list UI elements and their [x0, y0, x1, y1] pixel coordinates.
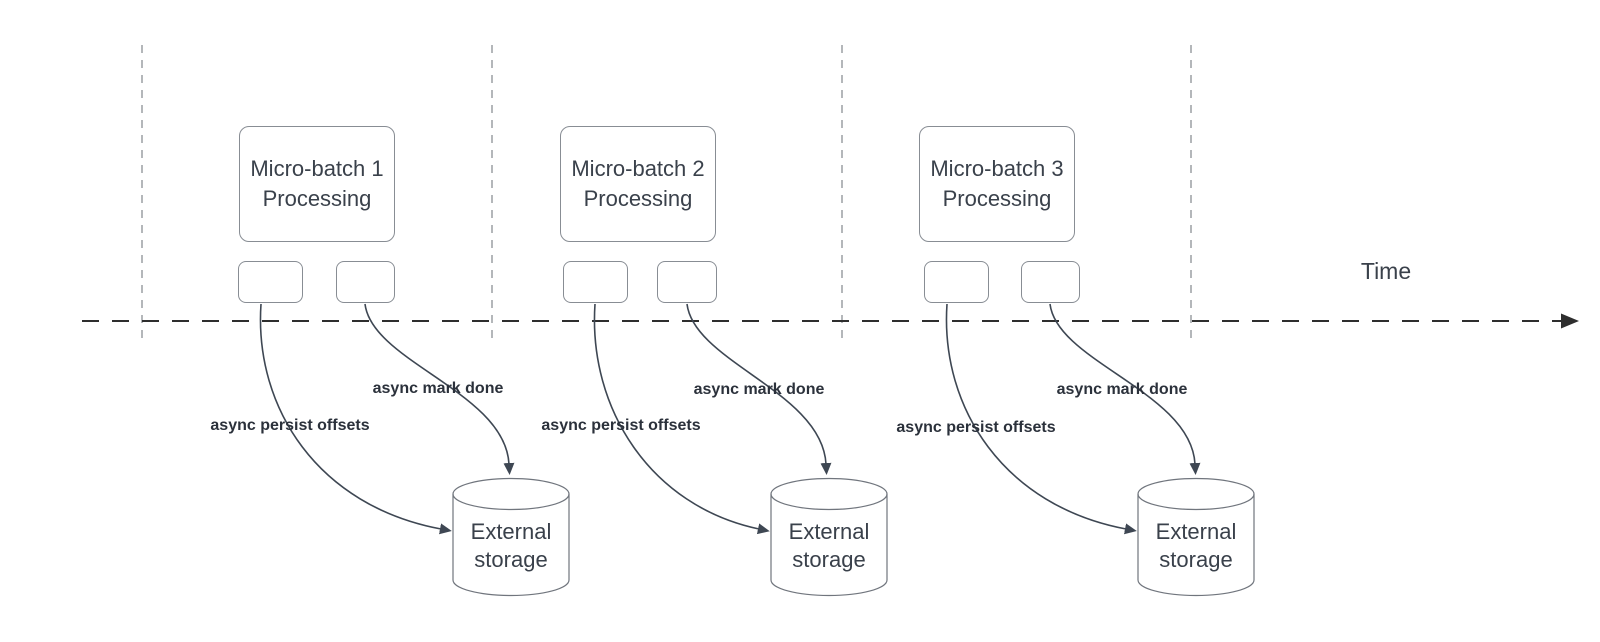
microbatch-2-label: Micro-batch 2 Processing — [571, 156, 705, 211]
external-storage-2: External storage — [770, 477, 888, 597]
async-mark-done-label-1: async mark done — [372, 380, 504, 397]
database-cylinder-icon — [770, 477, 888, 597]
time-axis-label: Time — [1360, 258, 1412, 284]
async-mark-done-label-2: async mark done — [693, 381, 825, 398]
async-persist-offsets-label-1: async persist offsets — [210, 417, 370, 434]
persist-offsets-arrow-3 — [945, 303, 1137, 535]
done-task-rect-1 — [336, 261, 395, 303]
offset-task-rect-1 — [238, 261, 303, 303]
done-task-rect-2 — [657, 261, 717, 303]
async-mark-done-label-3: async mark done — [1056, 381, 1188, 398]
database-cylinder-icon — [1137, 477, 1255, 597]
done-task-rect-3 — [1021, 261, 1080, 303]
external-storage-1: External storage — [452, 477, 570, 597]
database-cylinder-icon — [452, 477, 570, 597]
async-persist-offsets-label-3: async persist offsets — [896, 419, 1056, 436]
offset-task-rect-3 — [924, 261, 989, 303]
async-persist-offsets-label-2: async persist offsets — [541, 417, 701, 434]
microbatch-1-box: Micro-batch 1 Processing — [239, 126, 395, 242]
external-storage-label-2: External storage — [788, 519, 870, 572]
offset-task-rect-2 — [563, 261, 628, 303]
external-storage-3: External storage — [1137, 477, 1255, 597]
microbatch-3-label: Micro-batch 3 Processing — [930, 156, 1064, 211]
microbatch-3-box: Micro-batch 3 Processing — [919, 126, 1075, 242]
microbatch-1-label: Micro-batch 1 Processing — [250, 156, 384, 211]
external-storage-label-1: External storage — [470, 519, 552, 572]
external-storage-label-3: External storage — [1155, 519, 1237, 572]
microbatch-2-box: Micro-batch 2 Processing — [560, 126, 716, 242]
